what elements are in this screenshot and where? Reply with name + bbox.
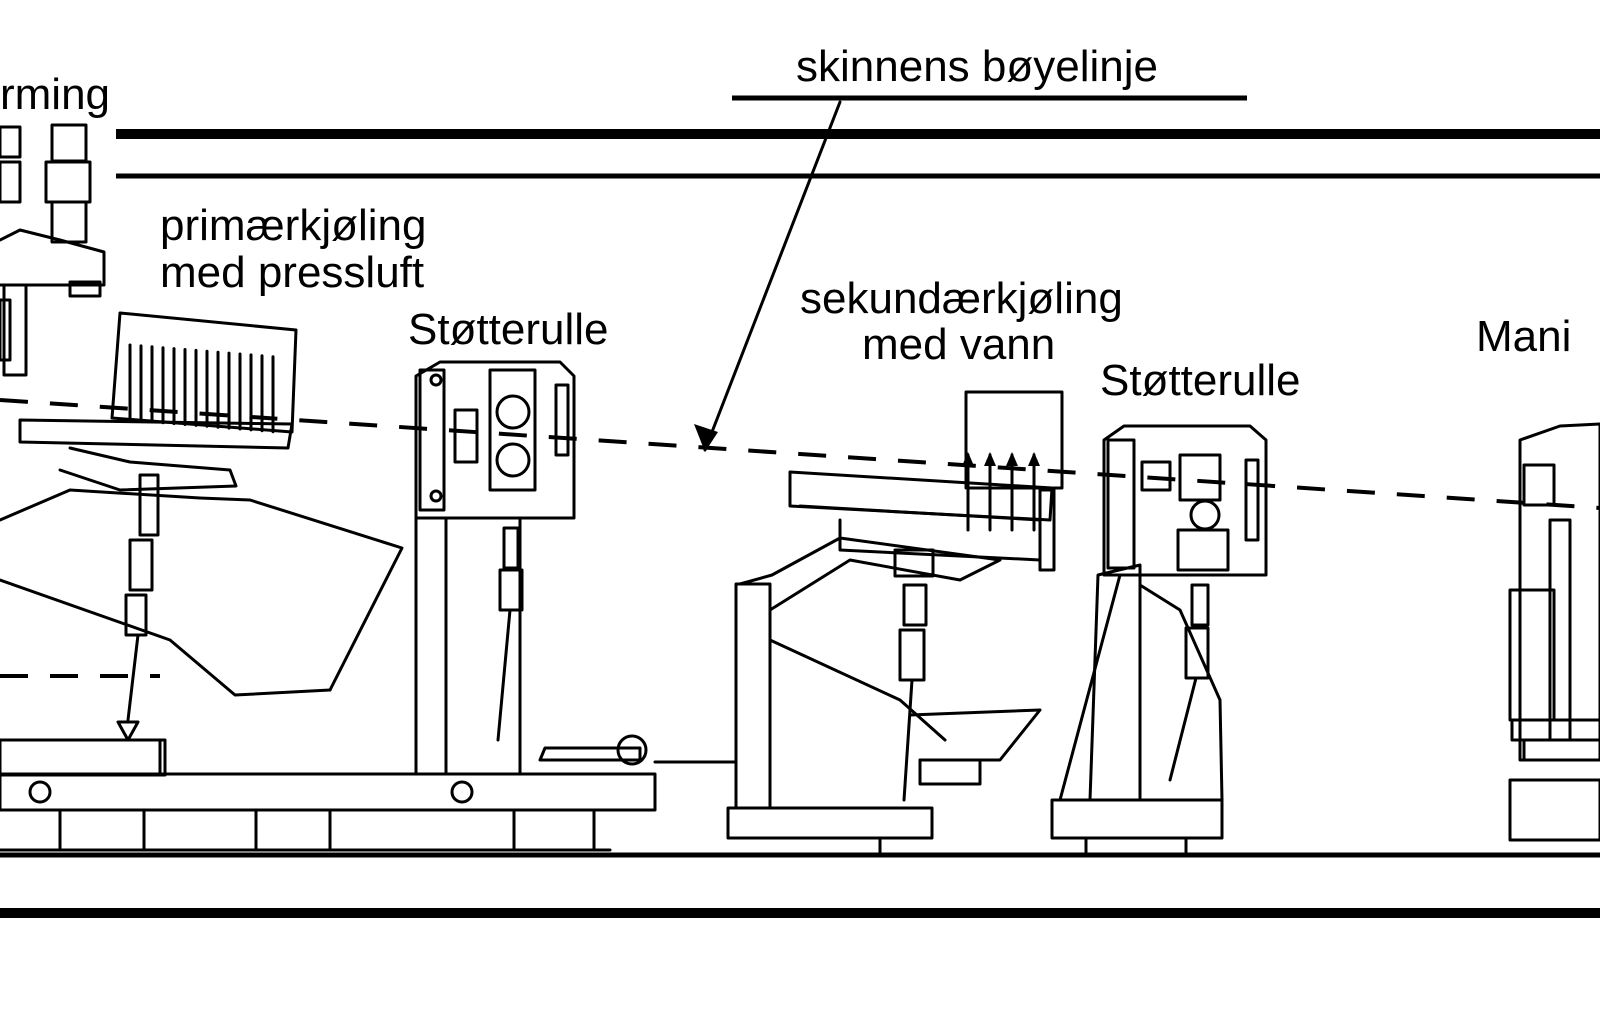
label-rail-bend-line: skinnens bøyelinje (796, 42, 1158, 91)
support-roller-stand-1 (414, 360, 576, 776)
primary-cooling-unit (0, 311, 404, 777)
secondary-nozzle-tip (1028, 452, 1040, 466)
label-forming: rming (0, 70, 111, 119)
left-base (0, 734, 737, 852)
bottom-frame-rail (0, 852, 1600, 918)
label-primary-cooling-1: primærkjøling (160, 201, 427, 250)
secondary-nozzle-tip (962, 452, 974, 466)
secondary-nozzle-tip (984, 452, 996, 466)
label-secondary-cooling-1: sekundærkjøling (800, 274, 1123, 323)
forming-unit (0, 123, 106, 377)
secondary-cooling-unit (726, 390, 1064, 854)
manipulator-unit (1508, 422, 1600, 842)
label-support-roller-1: Støtterulle (408, 305, 609, 354)
label-secondary-cooling-2: med vann (862, 320, 1056, 369)
rail-bend-dashed-line (0, 398, 1600, 510)
label-support-roller-2: Støtterulle (1100, 356, 1301, 405)
secondary-nozzle-tip (1006, 452, 1018, 466)
label-primary-cooling-2: med pressluft (160, 248, 425, 297)
top-frame-rail (116, 129, 1600, 179)
bend-line-leader-arrow (694, 95, 1247, 452)
support-roller-stand-2 (1050, 424, 1268, 854)
label-manipulator: Mani (1476, 312, 1572, 361)
